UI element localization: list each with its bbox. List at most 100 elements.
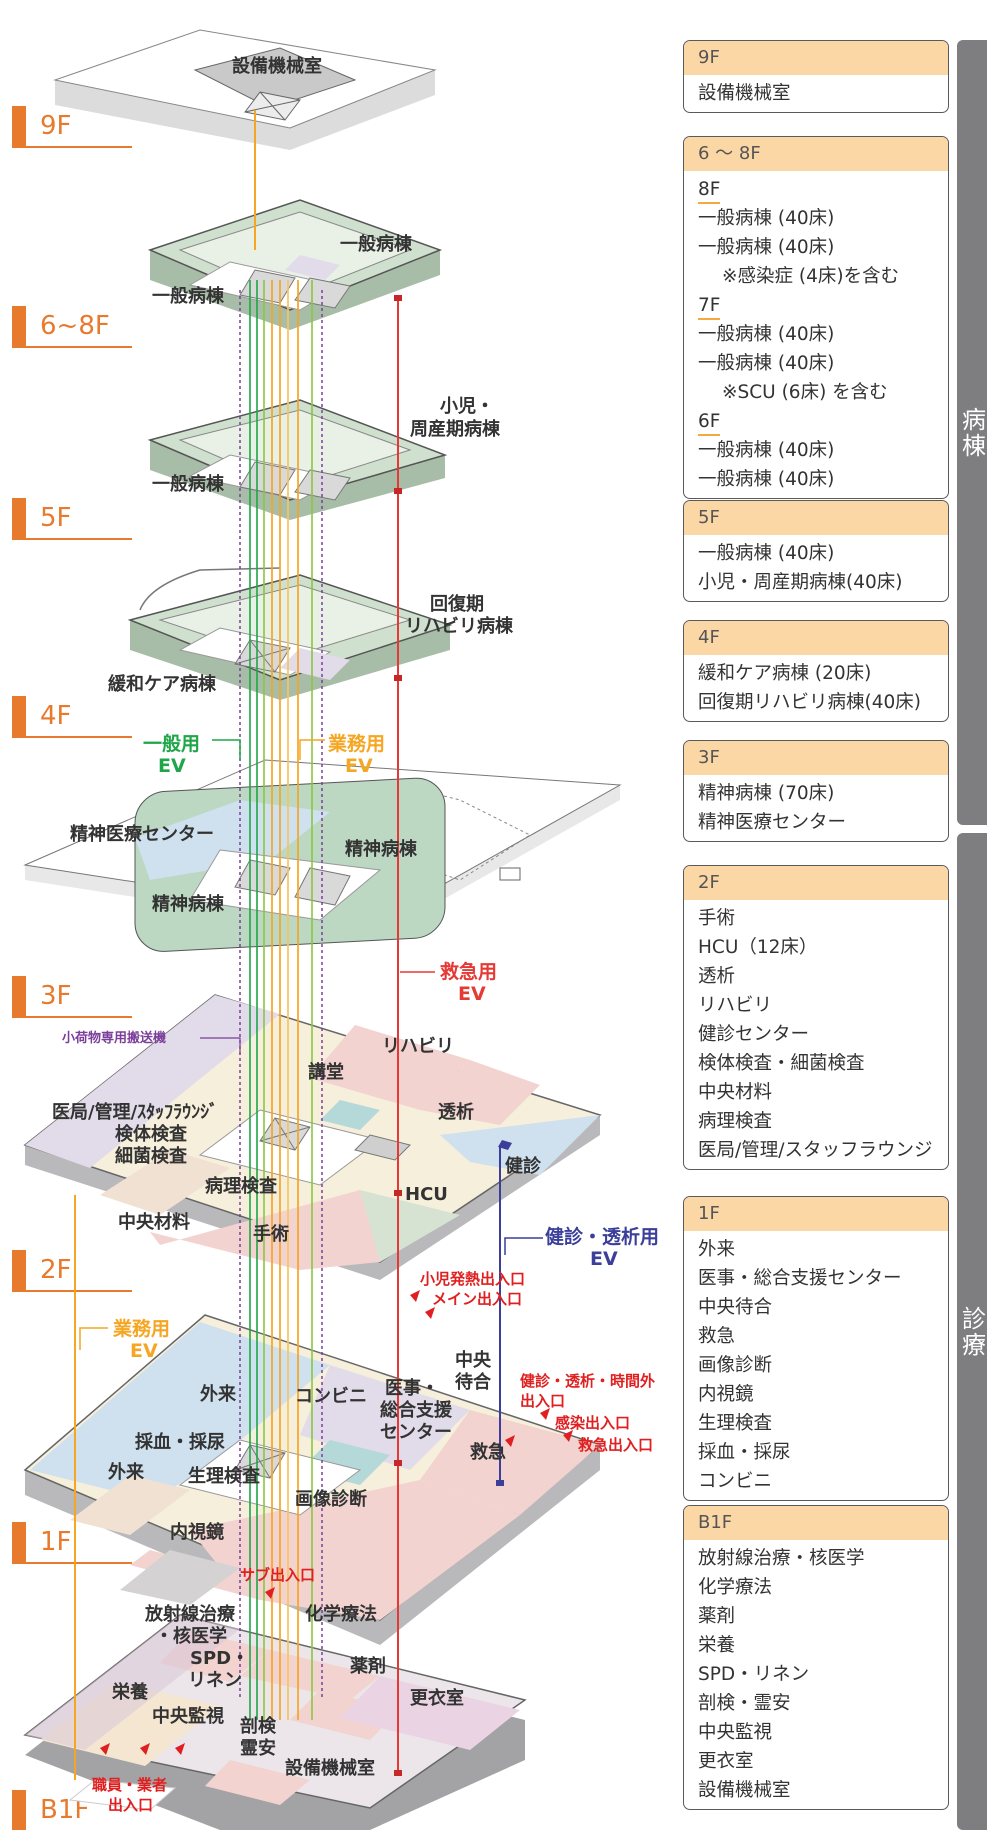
9f-slab <box>53 29 437 150</box>
floor-card-item: 中央材料 <box>698 1082 773 1103</box>
label-b1-nutrition: 栄養 <box>111 1681 148 1703</box>
label-2f-hall: 講堂 <box>308 1061 344 1083</box>
floor-card-list: 設備機械室 <box>684 75 948 112</box>
floor-tag-9f: 9F <box>12 106 132 148</box>
floor-card-header: 3F <box>684 741 948 775</box>
floor-card-item: 精神医療センター <box>698 812 847 833</box>
label-b1-monitor: 中央監視 <box>152 1705 224 1727</box>
label-b1-machine: 設備機械室 <box>285 1757 375 1779</box>
subfloor-label: 8F <box>698 177 721 204</box>
floor-tag-label: 3F <box>40 981 72 1011</box>
floor-card-list: 緩和ケア病棟 (20床)回復期リハビリ病棟(40床) <box>684 655 948 721</box>
floor-card-item: 外来 <box>698 1239 736 1260</box>
floor-card-item: 薬剤 <box>698 1606 736 1627</box>
floor-tag-3f: 3F <box>12 976 132 1018</box>
floor-card-item: 内視鏡 <box>698 1384 754 1405</box>
floor-card-list: 外来医事・総合支援センター中央待合救急画像診断内視鏡生理検査採血・採尿コンビニ <box>684 1231 948 1500</box>
label-3f-psych-center: 精神医療センター <box>70 823 214 845</box>
floor-card-item: 一般病棟 (40床) <box>698 469 835 490</box>
floor-tag-label: 1F <box>40 1527 72 1557</box>
floor-tag-label: 6~8F <box>40 311 110 341</box>
floor-card-item: 透析 <box>698 966 736 987</box>
floor-tag-label: 2F <box>40 1255 72 1285</box>
label-b1-autopsy-1: 剖検 <box>240 1715 277 1737</box>
label-3f-psych-b: 精神病棟 <box>152 893 225 915</box>
label-1f-endoscopy: 内視鏡 <box>170 1521 224 1543</box>
label-b1-autopsy-2: 霊安 <box>240 1737 276 1759</box>
label-1f-emergency: 救急 <box>470 1441 506 1463</box>
floor-tag-2f: 2F <box>12 1250 132 1292</box>
floor-card-header: 2F <box>684 866 948 900</box>
floor-card-item: 栄養 <box>698 1635 736 1656</box>
floor-card-item: 緩和ケア病棟 (20床) <box>698 663 872 684</box>
floor-card-item: 小児・周産期病棟(40床) <box>698 572 903 593</box>
label-ev-checkup-1: 健診・透析用 <box>545 1225 659 1248</box>
label-4f-rehab-1: 回復期 <box>430 593 484 615</box>
floor-card-item: 一般病棟 (40床) <box>698 353 835 374</box>
label-ev-service-b-2: EV <box>130 1340 158 1362</box>
label-entrance-infection: 感染出入口 <box>555 1414 630 1432</box>
label-9f-machine: 設備機械室 <box>232 55 322 77</box>
label-2f-rehab: リハビリ <box>382 1036 454 1057</box>
4f-slab <box>127 567 453 700</box>
label-1f-convenience: コンビニ <box>295 1386 367 1407</box>
label-1f-medical-3: センター <box>380 1422 452 1443</box>
floor-card-item: 更衣室 <box>698 1751 754 1772</box>
label-2f-pathology: 病理検査 <box>205 1175 277 1197</box>
label-ev-general-1: 一般用 <box>143 732 200 755</box>
floor-card-header: 5F <box>684 501 948 535</box>
floor-card-item: 一般病棟 (40床) <box>698 543 835 564</box>
label-ev-service-b-1: 業務用 <box>112 1317 170 1340</box>
floor-card-item: 一般病棟 (40床) <box>698 324 835 345</box>
floor-card-item: 救急 <box>698 1326 736 1347</box>
label-2f-lab-2: 細菌検査 <box>115 1145 187 1167</box>
subfloor-label: 7F <box>698 293 721 320</box>
floor-tag-1f: 1F <box>12 1522 132 1564</box>
floor-card-item: ※SCU (6床) を含む <box>722 382 888 403</box>
floor-card-item: 放射線治療・核医学 <box>698 1548 865 1569</box>
label-1f-blood: 採血・採尿 <box>135 1431 225 1453</box>
label-b1-chemo: 化学療法 <box>305 1603 377 1625</box>
label-1f-wait-2: 待合 <box>455 1371 492 1393</box>
floor-card-item: 一般病棟 (40床) <box>698 208 835 229</box>
floor-card-item: 生理検査 <box>698 1413 773 1434</box>
floor-card-subfloor: 8F <box>698 175 948 204</box>
3f-slab <box>23 759 622 952</box>
label-b1-spd-2: リネン <box>188 1670 242 1691</box>
floor-card-item: 剖検・霊安 <box>698 1693 791 1714</box>
floor-card-item: 健診センター <box>698 1024 810 1045</box>
label-b1-spd-1: SPD・ <box>190 1648 249 1669</box>
elevator-shafts <box>74 110 504 1780</box>
label-entrance-sub: サブ出入口 <box>240 1566 315 1584</box>
floor-tag-6-8f: 6~8F <box>12 306 132 348</box>
label-b1-pharmacy: 薬剤 <box>350 1655 386 1677</box>
label-2f-dialysis: 透析 <box>438 1101 474 1123</box>
floor-card-item: 一般病棟 (40床) <box>698 237 835 258</box>
label-1f-imaging: 画像診断 <box>295 1488 367 1510</box>
side-tab-wards: 病棟 <box>957 40 987 825</box>
label-6-8f-general-a: 一般病棟 <box>340 233 413 255</box>
label-1f-wait-1: 中央 <box>455 1349 492 1371</box>
b1f-slab <box>23 1614 527 1830</box>
label-6-8f-general-b: 一般病棟 <box>152 285 225 307</box>
6-8f-slab <box>147 199 443 330</box>
floor-tag-label: 4F <box>40 701 72 731</box>
floor-card-item: ※感染症 (4床)を含む <box>722 266 900 287</box>
label-4f-rehab-2: リハビリ病棟 <box>405 615 514 637</box>
floor-card-item: 精神病棟 (70床) <box>698 783 835 804</box>
floor-card-item: 中央待合 <box>698 1297 773 1318</box>
floor-card-item: 一般病棟 (40床) <box>698 440 835 461</box>
floor-card-item: 化学療法 <box>698 1577 773 1598</box>
floor-card-item: 設備機械室 <box>698 1780 791 1801</box>
floor-card-subfloor: 7F <box>698 291 948 320</box>
label-1f-medical-1: 医事・ <box>385 1377 439 1399</box>
